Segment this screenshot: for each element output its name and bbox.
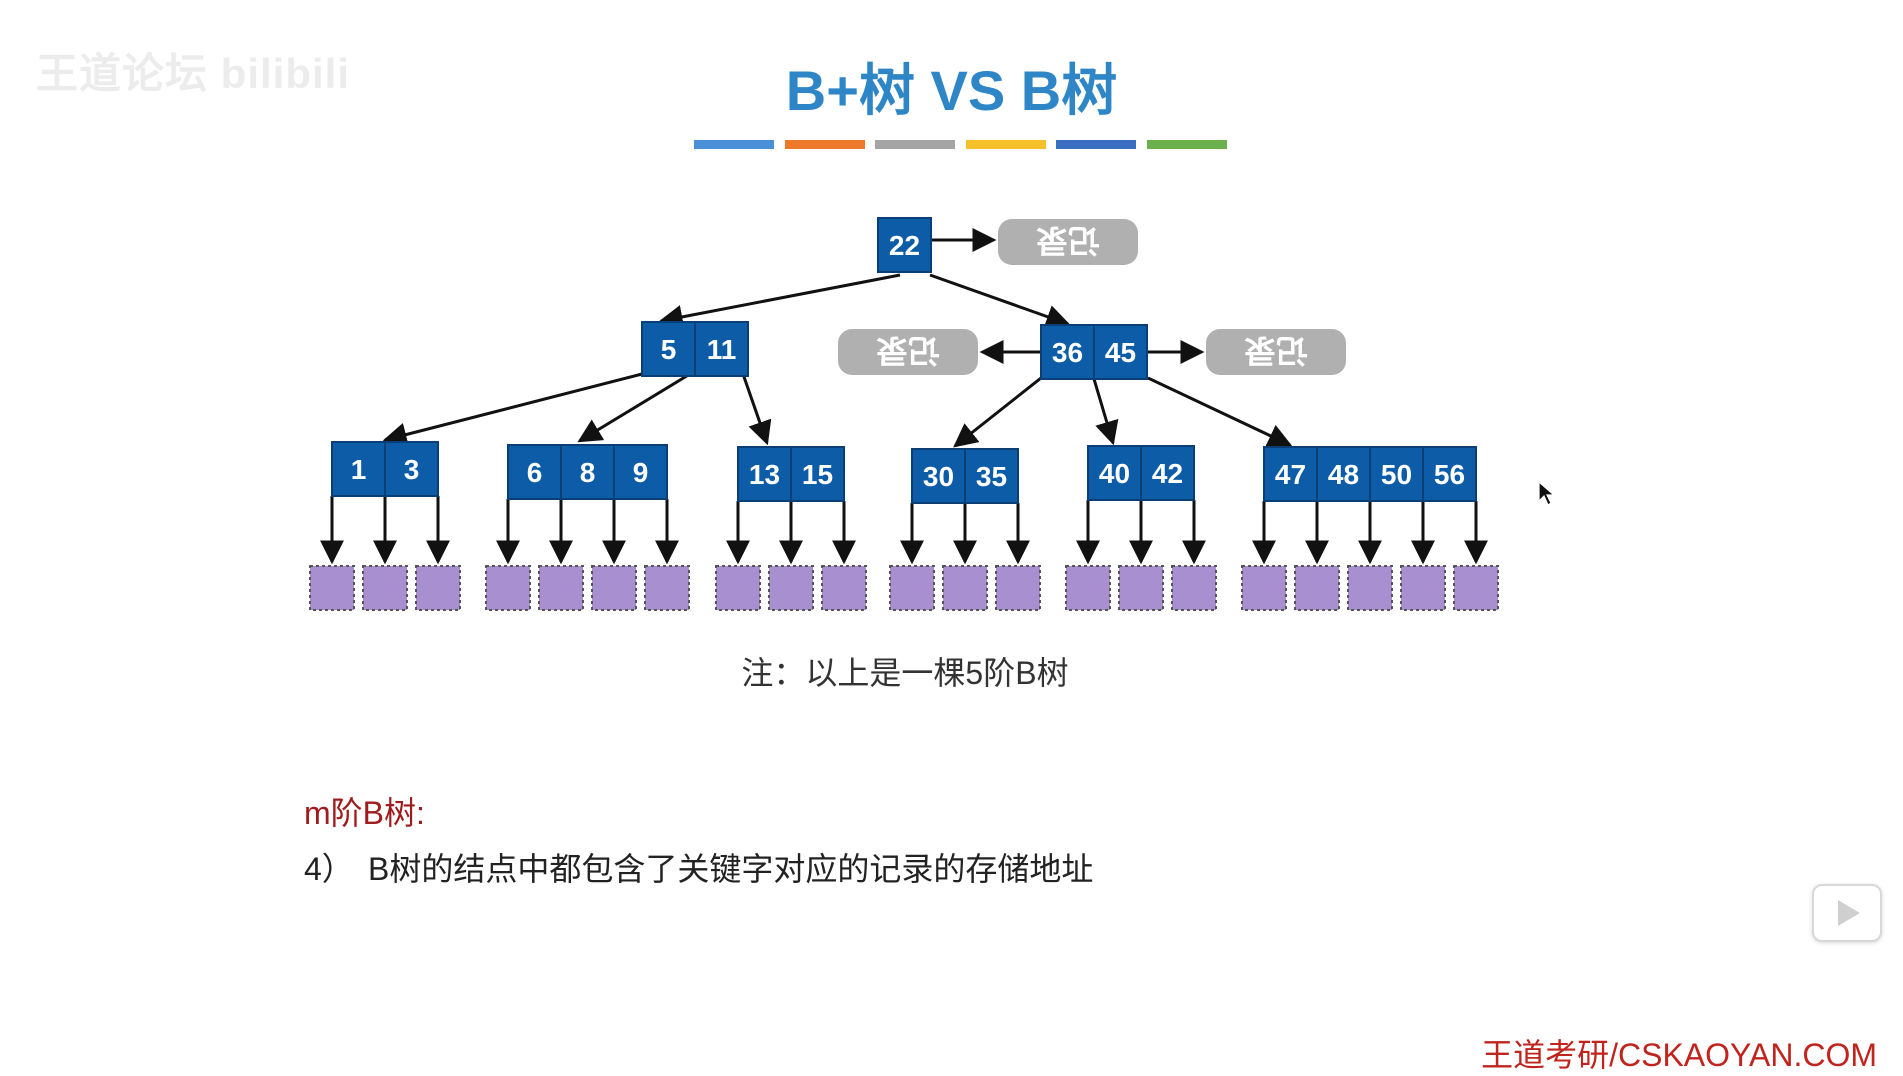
leaf-pointer-block (715, 565, 761, 611)
leaf-pointer-block (538, 565, 584, 611)
leaf-pointer-block (591, 565, 637, 611)
node-key: 36 (1052, 337, 1083, 368)
property-item: 4） B树的结点中都包含了关键字对应的记录的存储地址 (304, 844, 1093, 890)
brand-label: 王道考研/CSKAOYAN.COM (1481, 1037, 1877, 1073)
node-key: 6 (527, 457, 543, 488)
node-key: 48 (1328, 459, 1359, 490)
page-title: B+树 VS B树 (785, 59, 1118, 122)
play-icon (1838, 900, 1860, 926)
color-bar-segment (875, 140, 955, 149)
tree-note: 注：以上是一棵5阶B树 (741, 655, 1069, 691)
node-key: 8 (580, 457, 596, 488)
item-text: B树的结点中都包含了关键字对应的记录的存储地址 (368, 851, 1094, 887)
m-order-heading: m阶B树: (304, 795, 425, 831)
node-key: 15 (802, 459, 833, 490)
leaf-pointer-block (768, 565, 814, 611)
color-bar-segment (784, 140, 865, 149)
leaf-pointer-block (1294, 565, 1340, 611)
leaf-pointer-block (889, 565, 935, 611)
node-key: 9 (633, 457, 649, 488)
node-key: 1 (351, 454, 367, 485)
item-number: 4） (304, 851, 354, 887)
leaf-pointer-block (1065, 565, 1111, 611)
leaf-pointer-block (1118, 565, 1164, 611)
node-key: 47 (1275, 459, 1306, 490)
color-bar-segment (1146, 140, 1227, 149)
pointer-arrow (577, 372, 691, 443)
leaf-pointer-block (644, 565, 690, 611)
leaf-pointer-block (1171, 565, 1217, 611)
record-label: 记录 (876, 332, 940, 370)
node-key: 30 (923, 461, 954, 492)
leaf-pointer-block (942, 565, 988, 611)
leaf-pointer-block (1400, 565, 1446, 611)
pointer-arrow (1147, 376, 1293, 447)
node-key: 22 (889, 230, 920, 261)
pointer-arrow (658, 273, 901, 329)
record-label: 记录 (1036, 222, 1100, 260)
record-box (998, 219, 1138, 265)
pointer-arrow (953, 376, 1042, 448)
leaf-pointer-block (362, 565, 408, 611)
play-button[interactable] (1812, 884, 1882, 942)
node-key: 3 (404, 454, 420, 485)
leaf-pointer-block (485, 565, 531, 611)
record-box (838, 329, 978, 375)
node-key: 42 (1152, 458, 1183, 489)
leaf-pointer-block (309, 565, 355, 611)
pointer-arrow (929, 273, 1071, 329)
record-label: 记录 (1244, 332, 1308, 370)
node-key: 56 (1434, 459, 1465, 490)
leaf-pointer-block (995, 565, 1041, 611)
pointer-arrow (741, 373, 772, 446)
color-bar-segment (694, 140, 774, 149)
record-box (1206, 329, 1346, 375)
node-key: 5 (661, 334, 677, 365)
pointer-arrow (382, 372, 643, 447)
node-key: 50 (1381, 459, 1412, 490)
cursor-icon (1538, 481, 1556, 506)
leaf-pointer-block (1453, 565, 1499, 611)
pointer-arrow (1092, 378, 1119, 446)
leaf-pointer-block (1241, 565, 1287, 611)
leaf-pointer-block (821, 565, 867, 611)
node-key: 11 (707, 334, 737, 365)
color-bar-segment (1056, 140, 1136, 149)
color-bar-segment (965, 140, 1046, 149)
leaf-pointer-block (415, 565, 461, 611)
leaf-pointer-block (1347, 565, 1393, 611)
tree-node (877, 217, 932, 273)
node-key: 13 (749, 459, 780, 490)
node-key: 40 (1099, 458, 1130, 489)
tree-node (507, 444, 668, 500)
node-key: 45 (1105, 337, 1136, 368)
watermark: 王道论坛 bilibili (36, 50, 350, 97)
node-key: 35 (976, 461, 1007, 492)
